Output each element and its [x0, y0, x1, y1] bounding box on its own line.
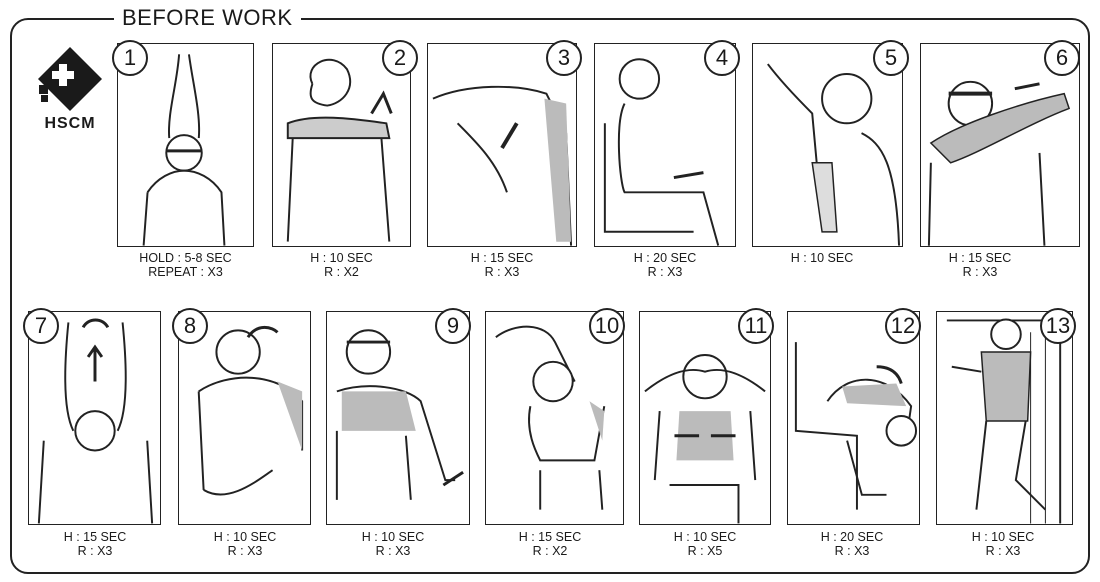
repeat-count: R : X3	[375, 544, 411, 558]
hold-time: H : 10 SEC	[971, 530, 1035, 544]
repeat-count: R : X3	[77, 544, 113, 558]
exercise-number-3: 3	[546, 40, 582, 76]
exercise-caption-10: H : 15 SEC R : X2	[475, 530, 625, 558]
exercise-number-9: 9	[435, 308, 471, 344]
repeat-count: R : X3	[962, 265, 998, 279]
hold-time: H : 15 SEC	[518, 530, 582, 544]
hold-time: H : 10 SEC	[673, 530, 737, 544]
hold-time: H : 15 SEC	[63, 530, 127, 544]
arm-extension-stretch-icon	[927, 80, 1071, 246]
wall-calf-stretch-icon	[946, 318, 1062, 524]
exercise-number-4: 4	[704, 40, 740, 76]
hold-time: H : 20 SEC	[820, 530, 884, 544]
exercise-panel-8	[178, 311, 311, 525]
exercise-panel-2	[272, 43, 411, 247]
exercise-panel-9	[326, 311, 470, 525]
exercise-number-7: 7	[23, 308, 59, 344]
medical-cross-diamond-icon	[38, 47, 102, 111]
hold-time: H : 10 SEC	[361, 530, 425, 544]
hold-time: H : 10 SEC	[790, 251, 854, 265]
repeat-count: R : X3	[985, 544, 1021, 558]
exercise-caption-8: H : 10 SEC R : X3	[170, 530, 320, 558]
exercise-caption-5: H : 10 SEC	[742, 251, 902, 265]
exercise-panel-12	[787, 311, 920, 525]
exercise-sheet-frame	[10, 18, 1090, 574]
exercise-panel-3	[427, 43, 577, 247]
seated-forward-bend-stretch-icon	[794, 342, 918, 510]
exercise-panel-13	[936, 311, 1073, 525]
exercise-number-1: 1	[112, 40, 148, 76]
exercise-panel-11	[639, 311, 771, 525]
repeat-count: R : X5	[687, 544, 723, 558]
hold-time: HOLD : 5-8 SEC	[139, 251, 232, 265]
exercise-caption-13: H : 10 SEC R : X3	[928, 530, 1078, 558]
exercise-panel-7	[28, 311, 161, 525]
exercise-panel-6	[920, 43, 1080, 247]
repeat-count: R : X3	[484, 265, 520, 279]
exercise-number-6: 6	[1044, 40, 1080, 76]
exercise-number-8: 8	[172, 308, 208, 344]
hands-behind-head-stretch-icon	[644, 353, 766, 524]
logo-text: HSCM	[44, 115, 96, 132]
cross-arm-pull-stretch-icon	[286, 58, 393, 242]
page-title: BEFORE WORK	[114, 3, 301, 33]
exercise-caption-1: HOLD : 5-8 SEC REPEAT : X3	[105, 251, 266, 279]
side-bend-stretch-icon	[495, 325, 606, 510]
exercise-caption-3: H : 15 SEC R : X3	[422, 251, 582, 279]
exercise-number-12: 12	[885, 308, 921, 344]
tricep-overhead-stretch-icon	[432, 85, 573, 246]
overhead-reach-stretch-icon	[142, 54, 226, 246]
exercise-number-10: 10	[589, 308, 625, 344]
exercise-caption-2: H : 10 SEC R : X2	[262, 251, 421, 279]
title-rule	[90, 18, 114, 20]
exercise-caption-4: H : 20 SEC R : X3	[584, 251, 746, 279]
wrist-flex-stretch-icon	[335, 329, 464, 500]
exercise-number-2: 2	[382, 40, 418, 76]
exercise-panel-4	[594, 43, 736, 247]
hold-time: H : 15 SEC	[948, 251, 1012, 265]
exercise-panel-1	[117, 43, 254, 247]
towel-shoulder-stretch-icon	[767, 63, 901, 246]
exercise-panel-5	[752, 43, 903, 247]
exercise-caption-7: H : 15 SEC R : X3	[20, 530, 170, 558]
exercise-number-13: 13	[1040, 308, 1076, 344]
seated-posture-stretch-icon	[603, 58, 720, 246]
hold-time: H : 20 SEC	[633, 251, 697, 265]
overhead-hands-up-stretch-icon	[37, 318, 154, 524]
exercise-caption-12: H : 20 SEC R : X3	[777, 530, 927, 558]
repeat-count: R : X2	[324, 265, 359, 279]
hands-behind-back-stretch-icon	[197, 325, 304, 496]
hold-time: H : 10 SEC	[310, 251, 373, 265]
repeat-count: R : X3	[227, 544, 263, 558]
hscm-logo: HSCM	[30, 45, 110, 145]
exercise-number-11: 11	[738, 308, 774, 344]
exercise-caption-9: H : 10 SEC R : X3	[318, 530, 468, 558]
exercise-caption-11: H : 10 SEC R : X5	[630, 530, 780, 558]
hold-time: H : 10 SEC	[213, 530, 277, 544]
repeat-count: R : X3	[834, 544, 870, 558]
repeat-count: R : X3	[647, 265, 683, 279]
repeat-count: REPEAT : X3	[148, 265, 223, 279]
exercise-caption-6: H : 15 SEC R : X3	[920, 251, 1040, 279]
exercise-panel-10	[485, 311, 624, 525]
exercise-number-5: 5	[873, 40, 909, 76]
hold-time: H : 15 SEC	[470, 251, 534, 265]
repeat-count: R : X2	[532, 544, 568, 558]
